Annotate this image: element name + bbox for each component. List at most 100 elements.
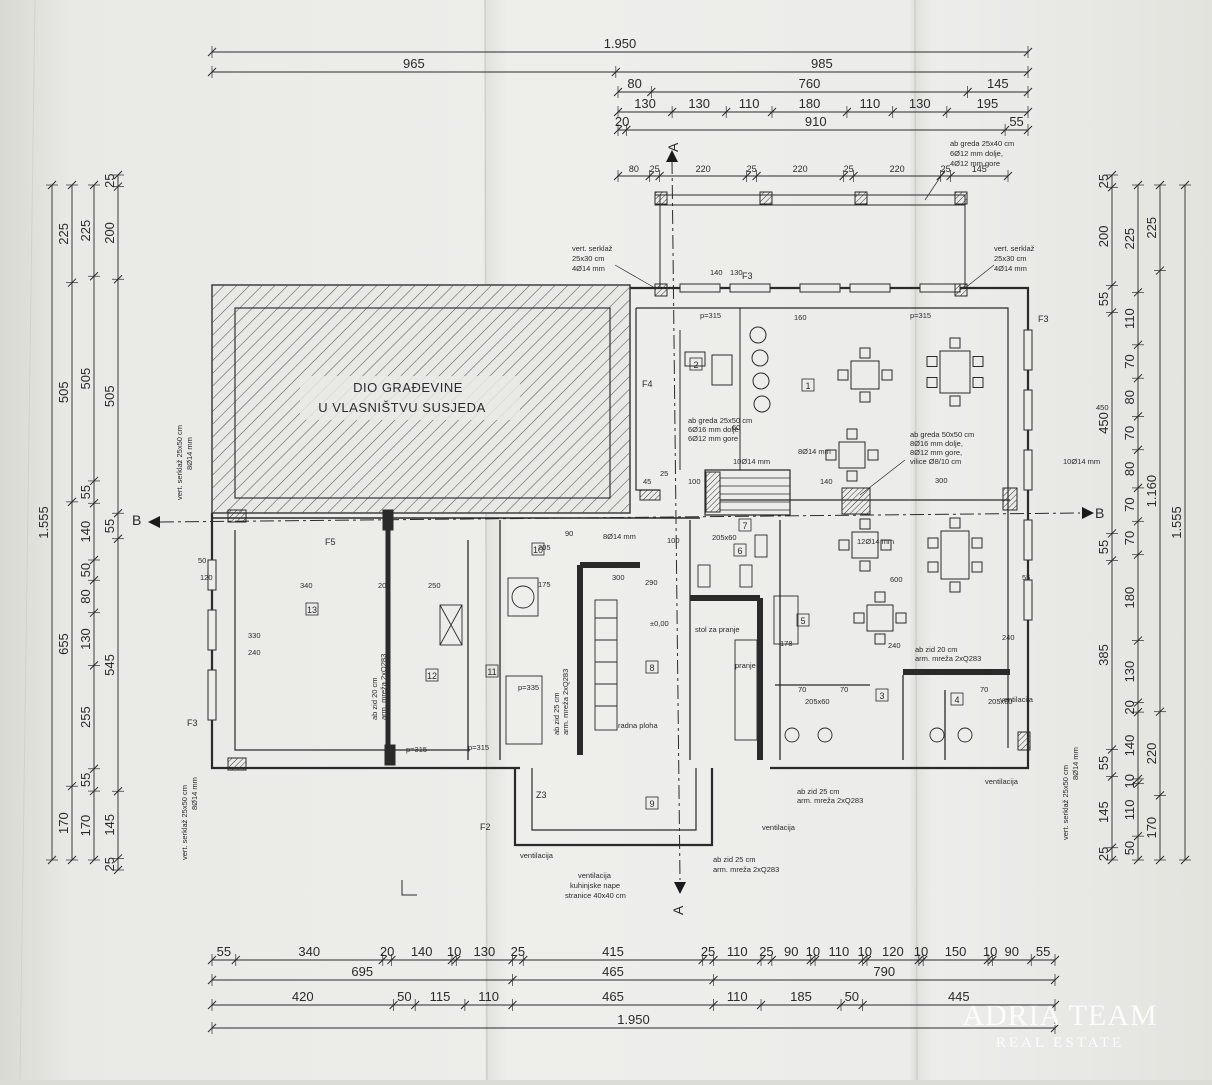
note-col-right-low2: 8Ø14 mm	[1071, 747, 1080, 780]
dim-value: 25	[941, 164, 951, 174]
dim-value: 1.555	[1169, 506, 1184, 539]
paper-fold	[19, 0, 36, 1081]
note-col-left-2: 25x30 cm	[572, 254, 605, 263]
inner-dim: 600	[890, 575, 903, 584]
note-beam-mid-3: 6Ø12 mm gore	[688, 434, 738, 443]
dim-value: 55	[217, 944, 231, 959]
dim-value: 110	[828, 944, 849, 959]
furniture	[825, 337, 984, 645]
dim-value: 70	[1122, 531, 1137, 545]
dim-value: 445	[948, 989, 970, 1004]
section-b-left: B	[132, 512, 141, 528]
section-b-right: B	[1095, 505, 1104, 521]
inner-dim: 140	[710, 268, 723, 277]
dim-value: 140	[78, 521, 93, 543]
facade-f5: F5	[325, 537, 336, 547]
facade-f3-top: F3	[742, 271, 753, 281]
section-a-top: A	[665, 142, 681, 152]
inner-dim: 25	[660, 469, 668, 478]
note-rebar-3: 10Ø14 mm	[1063, 457, 1100, 466]
svg-text:8: 8	[649, 663, 654, 673]
dim-value: 145	[987, 76, 1009, 91]
watermark-line1: ADRIA TEAM	[962, 999, 1157, 1032]
dim-value: 130	[1122, 661, 1137, 683]
dim-value: 10	[1122, 774, 1137, 788]
inner-dim: 50	[198, 556, 206, 565]
dining-table	[853, 591, 907, 645]
dim-value: 420	[292, 989, 314, 1004]
room-number-12: 12	[425, 668, 439, 682]
dining-table	[926, 337, 984, 407]
note-col-left-vert2: 8Ø14 mm	[185, 437, 194, 470]
note-ventilation-2: ventilacija	[762, 823, 796, 832]
dim-value: 55	[102, 519, 117, 533]
dim-value: 170	[1144, 817, 1159, 839]
dim-value: 220	[890, 164, 905, 174]
dim-value: 80	[629, 164, 639, 174]
dim-value: 1.160	[1144, 475, 1159, 508]
svg-text:1: 1	[805, 381, 810, 391]
stairs	[720, 477, 790, 511]
inner-dim: 20	[378, 581, 386, 590]
inner-dim: p=315	[700, 311, 721, 320]
note-wall-20b-2: arm. mreža 2xQ283	[915, 654, 981, 663]
room-z3: Z3	[536, 790, 547, 800]
dim-value: 110	[859, 96, 880, 111]
dim-value: 225	[56, 223, 71, 245]
note-beam-right-4: vilice Ø8/10 cm	[910, 457, 961, 466]
room-number-13: 13	[305, 602, 319, 616]
note-beam-mid-2: 6Ø16 mm dolje,	[688, 425, 741, 434]
dim-value: 25	[650, 164, 660, 174]
inner-dim: 205x60	[712, 533, 737, 542]
notes: ab greda 25x40 cm 6Ø12 mm dolje, 4Ø12 mm…	[175, 139, 1100, 900]
dim-value: 55	[78, 773, 93, 787]
note-rebar-2: 8Ø14 mm	[798, 447, 831, 456]
dim-value: 225	[1144, 217, 1159, 239]
dim-value: 10	[983, 944, 997, 959]
dim-value: 1.555	[36, 506, 51, 539]
top-row1: 1.950	[207, 36, 1033, 58]
dim-value: 50	[397, 989, 411, 1004]
inner-dim: p=315	[406, 745, 427, 754]
svg-text:4: 4	[954, 695, 959, 705]
dim-value: 25	[102, 857, 117, 871]
dim-value: 50	[845, 989, 859, 1004]
note-col-right-low: vert. serklaž 25x50 cm	[1061, 765, 1070, 840]
note-wall-25b-2: arm. mreža 2xQ283	[797, 796, 863, 805]
dim-value: 185	[790, 989, 812, 1004]
inner-dim: 70	[980, 685, 988, 694]
inner-dim: 205x60	[805, 697, 830, 706]
note-col-right-1: vert. serklaž	[994, 244, 1035, 253]
dim-value: 150	[945, 944, 967, 959]
neighbour-label-1: DIO GRAĐEVINE	[353, 380, 463, 395]
watermark-line2: REAL ESTATE	[996, 1035, 1124, 1051]
svg-text:2: 2	[693, 360, 698, 370]
neighbour-inner	[234, 307, 611, 499]
svg-text:11: 11	[487, 667, 496, 677]
right-dimension-chains: 2520055450553855514525225110708070807070…	[1096, 170, 1191, 865]
note-wall-25b-1: ab zid 25 cm	[797, 787, 840, 796]
note-beam-top-2: 6Ø12 mm dolje,	[950, 149, 1003, 158]
dim-value: 10	[447, 944, 461, 959]
inner-dim: 330	[248, 631, 261, 640]
inner-dim: 300	[935, 476, 948, 485]
dim-value: 1.950	[604, 36, 637, 51]
dim-value: 225	[78, 220, 93, 242]
dim-value: 220	[696, 164, 711, 174]
left-dimension-chains: 1.55522550565517022550555140508013025555…	[36, 170, 124, 875]
inner-dim: 55	[1022, 573, 1030, 582]
inner-dim: 300	[612, 573, 625, 582]
svg-text:7: 7	[742, 521, 747, 531]
dim-value: 200	[1096, 226, 1111, 248]
dim-value: 200	[102, 222, 117, 244]
dim-value: 80	[627, 76, 641, 91]
dim-value: 140	[1122, 735, 1137, 757]
note-ventilation-1: ventilacija	[985, 777, 1019, 786]
dim-value: 25	[1096, 174, 1111, 188]
